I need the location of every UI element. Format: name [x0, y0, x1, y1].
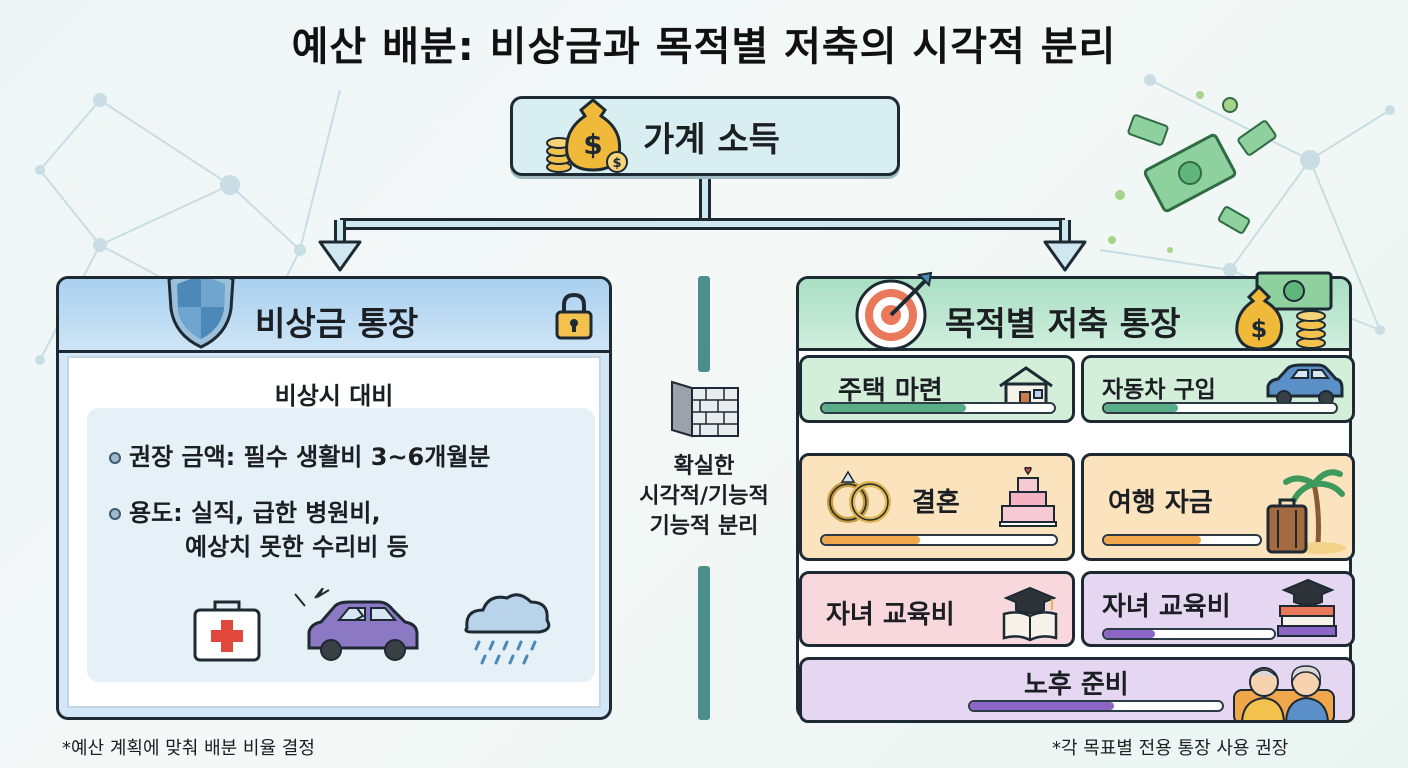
car-icon [1266, 363, 1344, 406]
goal-progress-bar [820, 402, 1056, 414]
separator-line-top [698, 276, 710, 372]
goal-progress-fill [970, 702, 1114, 710]
broken-car-icon [294, 588, 419, 661]
svg-text:$: $ [1251, 315, 1268, 343]
goal-progress-fill [822, 536, 921, 544]
emergency-fund-subtitle: 비상시 대비 [274, 382, 394, 410]
rings-icon [827, 470, 891, 523]
bullet-usage-continuation: 예상치 못한 수리비 등 [185, 533, 409, 561]
goal-savings-header: 목적별 저축 통장 $ [799, 271, 1349, 351]
footnote-right: *각 목표별 전용 통장 사용 권장 [1052, 738, 1289, 759]
lock-icon [555, 292, 593, 340]
emergency-fund-header: 비상금 통장 [59, 279, 609, 353]
separator-text: 확실한 시각적/기능적 기능적 분리 [612, 452, 796, 542]
separator-line-bottom [698, 566, 710, 720]
page-title: 예산 배분: 비상금과 목적별 저축의 시각적 분리 [291, 24, 1117, 70]
goal-progress-fill [1104, 630, 1155, 638]
goal-card-housing: 주택 마련 [799, 355, 1075, 423]
emergency-fund-body: 비상시 대비 권장 금액: 필수 생활비 3~6개월분 용도: 실직, 급한 병… [67, 356, 601, 708]
goal-progress-bar [1102, 628, 1276, 640]
goal-progress-fill [1104, 404, 1179, 412]
graduation-cap-book-icon [1002, 586, 1058, 642]
goal-card-travel: 여행 자금 [1081, 453, 1355, 561]
bullet-recommended-amount: 권장 금액: 필수 생활비 3~6개월분 [109, 440, 491, 474]
separator-line-3: 기능적 분리 [649, 514, 759, 539]
suitcase-palm-icon [1266, 469, 1346, 554]
bullet-dot [109, 452, 121, 464]
emergency-fund-title: 비상금 통장 [255, 304, 419, 343]
goal-savings-title: 목적별 저축 통장 [945, 304, 1181, 343]
wedding-cake-icon [999, 466, 1057, 527]
goal-card-car: 자동차 구입 [1081, 355, 1355, 423]
money-bag-cash-icon: $ [1235, 271, 1333, 351]
bullet-usage: 용도: 실직, 급한 병원비, 예상치 못한 수리비 등 [109, 496, 409, 564]
rain-cloud-icon [464, 593, 551, 665]
wall-icon [671, 380, 739, 438]
separator-line-2: 시각적/기능적 [639, 484, 769, 509]
goal-progress-bar [968, 700, 1224, 712]
goal-savings-panel: 목적별 저축 통장 $ 주택 마련 자동차 구입 [796, 271, 1355, 723]
svg-text:$: $ [612, 156, 621, 171]
goal-card-child-education: 자녀 교육비 [799, 571, 1075, 647]
income-box: $ $ 가계 소득 [510, 96, 900, 176]
goal-progress-fill [1104, 536, 1201, 544]
flying-money-icon [1108, 91, 1277, 253]
svg-text:$: $ [583, 128, 602, 161]
footnote-left: *예산 계획에 맞춰 배분 비율 결정 [62, 738, 315, 759]
goal-progress-bar [1102, 534, 1262, 546]
goal-progress-bar [1102, 402, 1338, 414]
goal-card-retirement: 노후 준비 [799, 657, 1355, 723]
goal-progress-bar [820, 534, 1058, 546]
first-aid-kit-icon [193, 600, 261, 662]
elderly-couple-icon [1233, 665, 1335, 720]
money-bag-coins-icon: $ $ [546, 98, 628, 173]
target-icon [855, 271, 933, 351]
separator-line-1: 확실한 [673, 454, 735, 479]
goal-progress-fill [822, 404, 966, 412]
shield-icon [167, 279, 235, 349]
emergency-icons [193, 588, 551, 665]
graduation-cap-books-icon [1277, 578, 1337, 637]
emergency-fund-details: 권장 금액: 필수 생활비 3~6개월분 용도: 실직, 급한 병원비, 예상치… [87, 408, 595, 682]
income-label: 가계 소득 [643, 119, 780, 160]
emergency-fund-panel: 비상금 통장 비상시 대비 권장 금액: 필수 생활비 3~6개월분 용도: 실… [56, 276, 612, 720]
goal-card-child-education-2: 자녀 교육비 [1081, 571, 1355, 647]
bullet-dot [109, 508, 121, 520]
goal-card-wedding: 결혼 [799, 453, 1075, 561]
